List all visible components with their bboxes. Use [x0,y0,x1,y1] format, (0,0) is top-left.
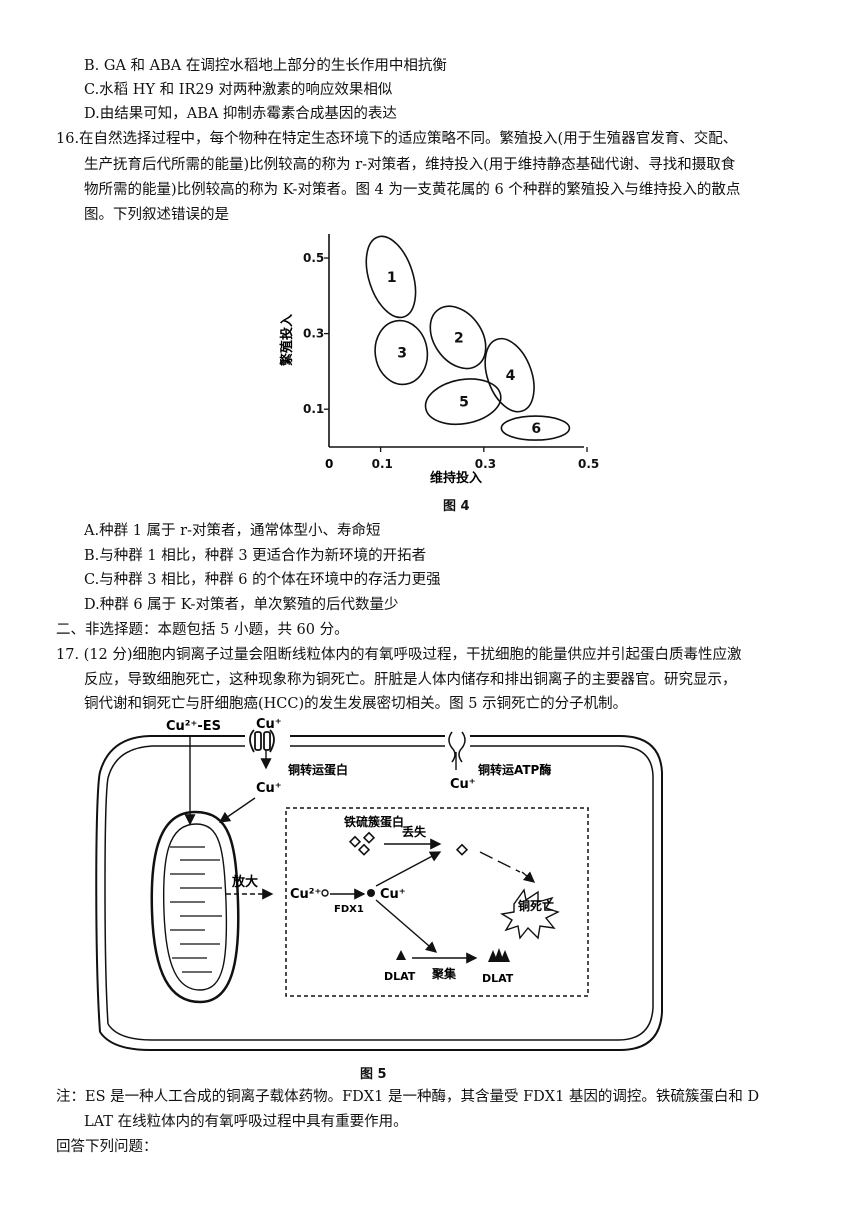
fes-cluster-icon [348,831,376,856]
cell-membrane-inner [104,745,654,1041]
population-2-label: 2 [454,330,464,346]
q17-line-1: 17. (12 分)细胞内铜离子过量会阻断线粒体内的有氧呼吸过程，干扰细胞的能量… [56,647,742,663]
loss-label: 丢失 [402,824,427,839]
cuproptosis-label: 铜死亡 [518,898,554,913]
population-6-region [500,415,571,441]
mitochondrion-icon [150,810,240,1004]
cu-plus-atpase: Cu⁺ [450,777,476,792]
fdx1-label: FDX1 [334,904,364,915]
population-2-region [429,305,487,370]
q16-line-2: 生产抚育后代所需的能量)比例较高的称为 r-对策者，维持投入(用于维持静态基础代… [84,157,736,173]
cu-es-label: Cu²⁺-ES [166,719,221,734]
population-3-label: 3 [397,346,407,362]
cell-membrane-outer [95,735,663,1051]
population-6-label: 6 [531,421,541,437]
q17-line-3: 铜代谢和铜死亡与肝细胞癌(HCC)的发生发展密切相关。图 5 示铜死亡的分子机制… [84,696,628,712]
dlat-label-1: DLAT [384,970,416,983]
transporter-label: 铜转运蛋白 [288,762,348,777]
figure-5-caption: 图 5 [360,1067,387,1082]
population-5-label: 5 [459,395,469,411]
fes-protein-label: 铁硫簇蛋白 [344,814,404,829]
q16-option-d: D.种群 6 属于 K-对策者，单次繁殖的后代数量少 [84,597,399,613]
cu2-label: Cu²⁺ [290,887,321,902]
population-1-label: 1 [387,270,397,286]
x-axis-label: 维持投入 [430,470,482,486]
population-1-region [365,235,417,319]
cuproptosis-burst-icon [500,888,560,940]
zoom-box [285,807,589,997]
dlat-single-icon [396,950,406,960]
y-tick-label: 0.1 [303,402,324,416]
x-tick-label: 0.3 [475,457,496,471]
option-c: C.水稻 HY 和 IR29 对两种激素的响应效果相似 [84,82,393,98]
y-tick-label: 0.5 [303,251,324,265]
y-axis-label: 繁殖投入 [279,314,295,366]
option-b: B. GA 和 ABA 在调控水稻地上部分的生长作用中相抗衡 [84,58,447,74]
dlat-aggregate-icon [488,948,510,962]
population-5-region [424,378,502,426]
fes-single-icon [455,843,469,856]
population-4-label: 4 [506,368,516,384]
note-line-2: LAT 在线粒体内的有氧呼吸过程中具有重要作用。 [84,1114,408,1130]
figure-4-chart: 0.5 0.3 0.1 0.1 0.3 0.5 1 2 3 4 5 6 繁殖投入 维持投入 0 [279,234,599,486]
q16-line-3: 物所需的能量)比例较高的称为 K-对策者。图 4 为一支黄花属的 6 个种群的繁… [84,182,741,198]
option-d: D.由结果可知，ABA 抑制赤霉素合成基因的表达 [84,106,397,122]
x-tick-label: 0.1 [372,457,393,471]
q16-option-b: B.与种群 1 相比，种群 3 更适合作为新环境的开拓者 [84,548,427,564]
cu-plus-box: Cu⁺ [380,887,406,902]
zoom-label: 放大 [231,874,258,890]
aggregate-label: 聚集 [431,966,457,981]
section-2-heading: 二、非选择题：本题包括 5 小题，共 60 分。 [56,622,349,638]
y-tick-label: 0.3 [303,327,324,341]
origin-label: 0 [325,457,333,471]
q16-line-4: 图。下列叙述错误的是 [84,207,229,223]
copper-transporter-icon [249,729,275,753]
x-tick-label: 0.5 [578,457,599,471]
q17-line-2: 反应，导致细胞死亡，这种现象称为铜死亡。肝脏是人体内储存和排出铜离子的主要器官。… [84,672,737,688]
figure-5-diagram: Cu⁺ Cu⁺ 铜转运蛋白 铜转运ATP酶 Cu⁺ Cu²⁺-ES 放大 铁硫簇… [95,717,663,1051]
q16-option-a: A.种群 1 属于 r-对策者，通常体型小、寿命短 [84,523,381,539]
answer-prompt: 回答下列问题： [56,1139,158,1155]
dlat-label-2: DLAT [482,972,514,985]
atpase-label: 铜转运ATP酶 [478,762,551,777]
figure-4-caption: 图 4 [443,499,470,514]
cu-plus-inside: Cu⁺ [256,781,282,796]
q16-option-c: C.与种群 3 相比，种群 6 的个体在环境中的存活力更强 [84,572,441,588]
cu-plus-top: Cu⁺ [256,717,282,732]
note-line-1: 注：ES 是一种人工合成的铜离子载体药物。FDX1 是一种酶，其含量受 FDX1… [56,1089,760,1105]
population-3-region [374,319,429,386]
copper-atpase-icon [448,731,466,763]
q16-line-1: 16.在自然选择过程中，每个物种在特定生态环境下的适应策略不同。繁殖投入(用于生… [56,131,738,147]
